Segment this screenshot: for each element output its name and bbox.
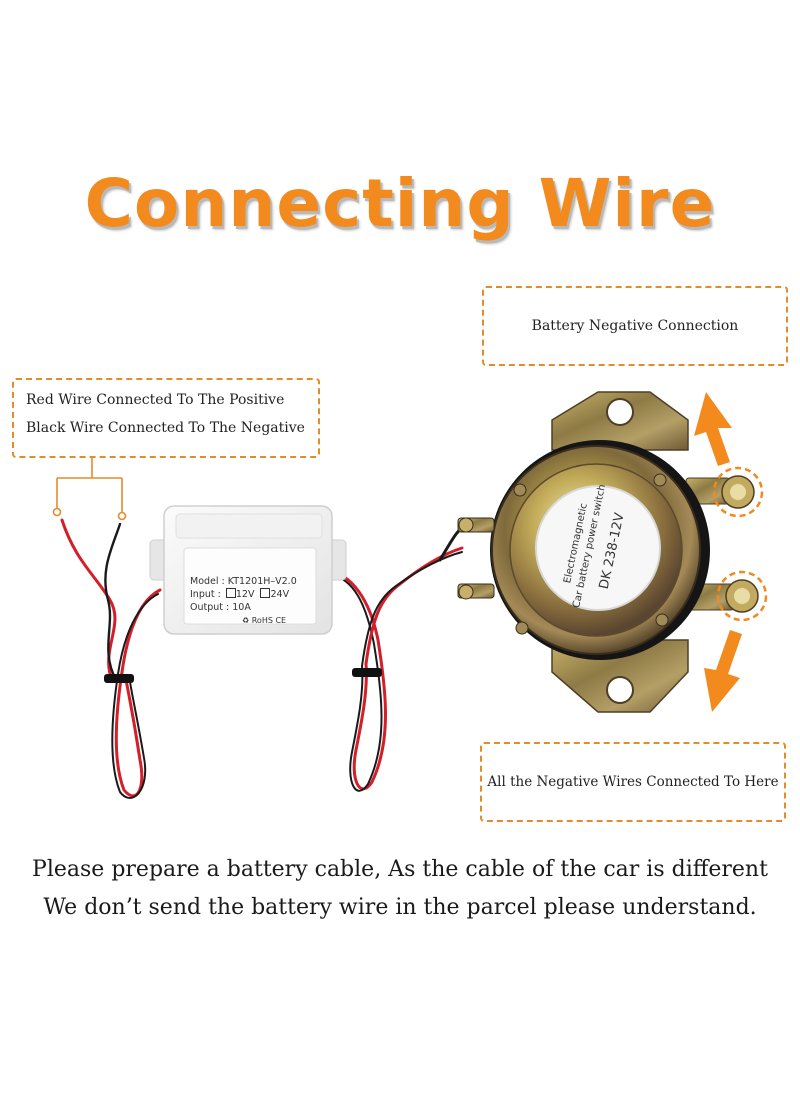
callout-wire-colors: Red Wire Connected To The Positive Black… — [12, 378, 320, 458]
page-title: Connecting Wire — [84, 165, 716, 242]
module-label: Model : KT1201H–V2.0 Input : 12V 24V Out… — [190, 575, 320, 627]
callout-battery-negative-text: Battery Negative Connection — [531, 318, 739, 334]
module-output: Output : 10A — [190, 602, 251, 613]
callout-black-wire: Black Wire Connected To The Negative — [26, 420, 305, 436]
callout-connector — [52, 458, 127, 521]
module-model: Model : KT1201H–V2.0 — [190, 576, 297, 587]
output-wire-right — [326, 524, 468, 792]
callout-red-wire: Red Wire Connected To The Positive — [26, 392, 285, 408]
arrow-up-icon — [694, 392, 732, 466]
checkbox-12v-icon — [225, 588, 236, 598]
callout-battery-negative: Battery Negative Connection — [482, 286, 788, 366]
note-line-1: Please prepare a battery cable, As the c… — [32, 857, 768, 882]
callout-negative-wires-text: All the Negative Wires Connected To Here — [487, 774, 779, 790]
recycle-icon: ♻ — [242, 616, 250, 625]
module-input: Input : 12V 24V — [190, 588, 290, 600]
callout-negative-wires: All the Negative Wires Connected To Here — [480, 742, 786, 822]
arrow-down-icon — [704, 630, 742, 712]
note-line-2: We don’t send the battery wire in the pa… — [43, 895, 757, 920]
module-certs: ♻ RoHS CE — [242, 616, 287, 625]
battery-switch: Electromagnetic Car battery power switch… — [457, 391, 759, 713]
checkbox-24v-icon — [260, 588, 271, 598]
controller-module — [149, 505, 347, 635]
input-wire-left — [60, 518, 162, 799]
terminal-highlight — [712, 466, 768, 622]
